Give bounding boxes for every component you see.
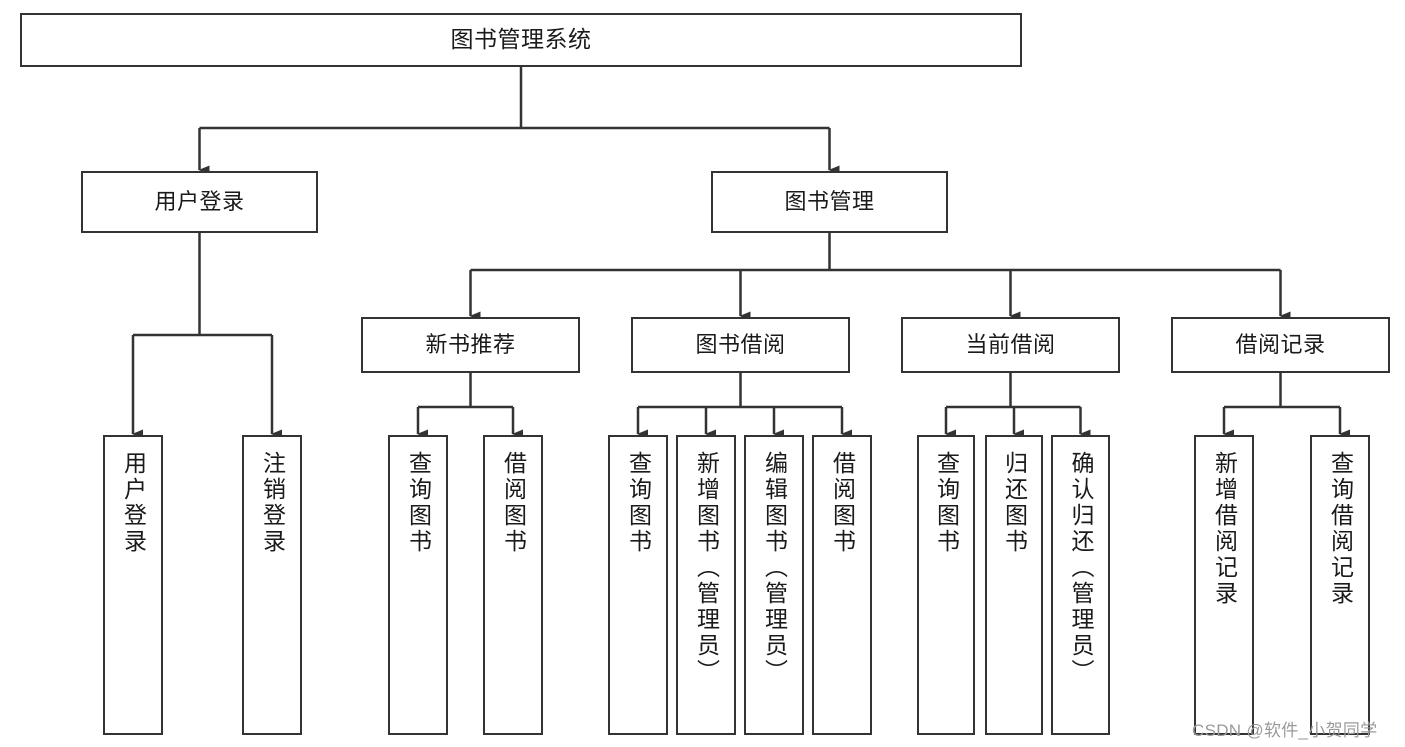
node-label-leaf-query-book-2: 查询图书 [625,451,652,555]
node-leaf-query-book-1[interactable]: 查询图书 [388,435,448,735]
node-leaf-borrow-book-2[interactable]: 借阅图书 [812,435,872,735]
node-root[interactable]: 图书管理系统 [20,13,1022,67]
node-leaf-logout[interactable]: 注销登录 [242,435,302,735]
node-label-leaf-add-book: 新增图书（管理员） [693,451,720,685]
node-book-borrow[interactable]: 图书借阅 [631,317,850,373]
node-label-leaf-user-login: 用户登录 [120,451,147,555]
node-label-book-borrow: 图书借阅 [695,332,786,358]
node-new-book-rec[interactable]: 新书推荐 [361,317,580,373]
node-current-borrow[interactable]: 当前借阅 [901,317,1120,373]
node-leaf-query-record[interactable]: 查询借阅记录 [1310,435,1370,735]
node-label-leaf-return-book: 归还图书 [1001,451,1028,555]
node-label-root: 图书管理系统 [450,26,592,53]
node-user-login[interactable]: 用户登录 [81,171,318,233]
node-label-leaf-logout: 注销登录 [259,451,286,555]
node-leaf-confirm-ret[interactable]: 确认归还（管理员） [1051,435,1110,735]
node-label-leaf-borrow-book-2: 借阅图书 [829,451,856,555]
node-label-leaf-query-record: 查询借阅记录 [1327,451,1354,607]
node-leaf-edit-book[interactable]: 编辑图书（管理员） [744,435,804,735]
node-label-leaf-query-book-1: 查询图书 [405,451,432,555]
node-label-new-book-rec: 新书推荐 [425,332,516,358]
node-label-leaf-add-record: 新增借阅记录 [1211,451,1238,607]
node-leaf-user-login[interactable]: 用户登录 [103,435,163,735]
csdn-watermark: CSDN @软件_小贺同学 [1192,721,1378,740]
node-borrow-record[interactable]: 借阅记录 [1171,317,1390,373]
node-leaf-borrow-book-1[interactable]: 借阅图书 [483,435,543,735]
node-leaf-add-book[interactable]: 新增图书（管理员） [676,435,736,735]
node-leaf-query-book-3[interactable]: 查询图书 [917,435,975,735]
node-leaf-query-book-2[interactable]: 查询图书 [608,435,668,735]
node-label-leaf-confirm-ret: 确认归还（管理员） [1068,451,1094,685]
node-label-current-borrow: 当前借阅 [965,332,1056,358]
node-label-leaf-borrow-book-1: 借阅图书 [500,451,527,555]
node-label-borrow-record: 借阅记录 [1235,332,1326,358]
node-book-manage[interactable]: 图书管理 [711,171,948,233]
node-leaf-return-book[interactable]: 归还图书 [985,435,1043,735]
node-label-book-manage: 图书管理 [784,189,875,215]
node-label-user-login: 用户登录 [154,189,245,215]
node-label-leaf-query-book-3: 查询图书 [933,451,960,555]
node-leaf-add-record[interactable]: 新增借阅记录 [1194,435,1254,735]
node-label-leaf-edit-book: 编辑图书（管理员） [761,451,788,685]
